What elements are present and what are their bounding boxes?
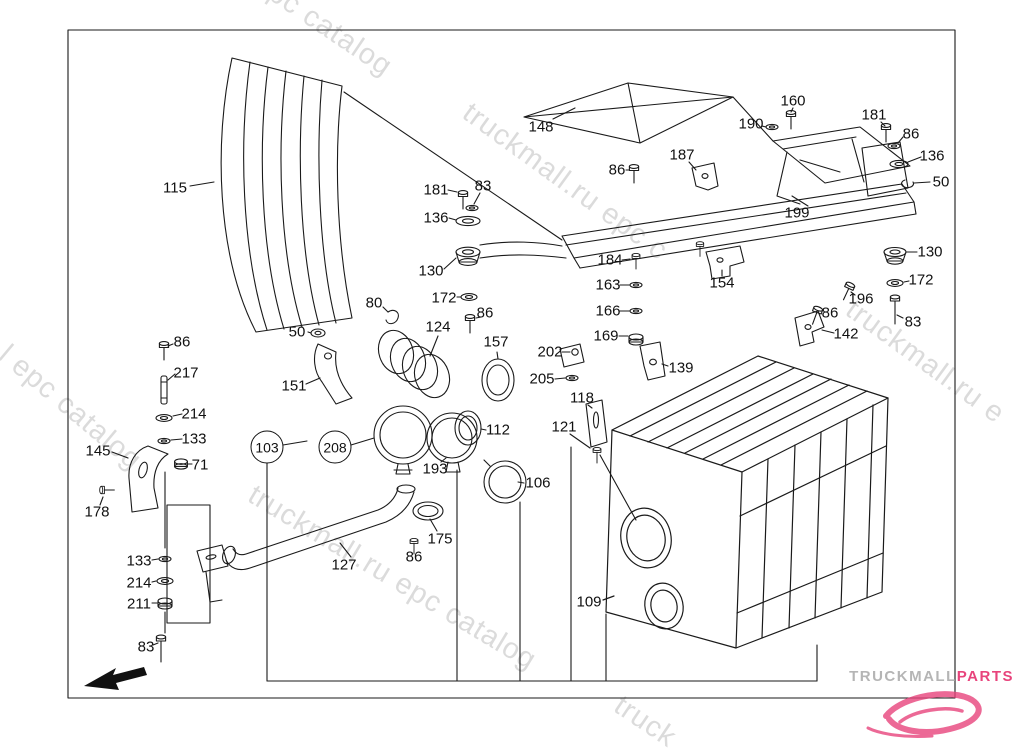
part-label-160: 160 bbox=[780, 92, 806, 110]
part-label-154: 154 bbox=[709, 274, 735, 292]
part-label-86: 86 bbox=[821, 304, 839, 322]
part-label-178: 178 bbox=[84, 503, 110, 521]
part-label-199: 199 bbox=[784, 204, 810, 222]
part-label-190: 190 bbox=[738, 115, 764, 133]
part-label-124: 124 bbox=[425, 318, 451, 336]
part-label-172: 172 bbox=[908, 271, 934, 289]
part-label-208: 208 bbox=[318, 430, 352, 464]
part-label-193: 193 bbox=[422, 460, 448, 478]
part-label-151: 151 bbox=[281, 377, 307, 395]
part-label-181: 181 bbox=[423, 181, 449, 199]
part-label-83: 83 bbox=[904, 313, 922, 331]
part-label-133: 133 bbox=[181, 430, 207, 448]
part-label-187: 187 bbox=[669, 146, 695, 164]
part-label-80: 80 bbox=[365, 294, 383, 312]
truckmall-logo: TRUCKMALLPARTS bbox=[849, 668, 1014, 685]
part-label-86: 86 bbox=[476, 304, 494, 322]
part-label-136: 136 bbox=[423, 209, 449, 227]
part-label-112: 112 bbox=[486, 421, 510, 439]
part-label-214: 214 bbox=[181, 405, 207, 423]
part-label-127: 127 bbox=[331, 556, 357, 574]
part-label-139: 139 bbox=[668, 359, 694, 377]
part-label-50: 50 bbox=[932, 173, 950, 191]
part-label-202: 202 bbox=[537, 343, 563, 361]
part-label-145: 145 bbox=[85, 442, 111, 460]
part-label-86: 86 bbox=[405, 548, 423, 566]
part-label-217: 217 bbox=[173, 364, 199, 382]
part-label-205: 205 bbox=[529, 370, 555, 388]
part-label-103: 103 bbox=[250, 430, 284, 464]
brand-text-gray: TRUCKMALL bbox=[849, 668, 957, 685]
part-label-115: 115 bbox=[163, 179, 187, 197]
part-label-50: 50 bbox=[288, 323, 306, 341]
part-label-109: 109 bbox=[576, 593, 602, 611]
part-label-86: 86 bbox=[902, 125, 920, 143]
part-label-86: 86 bbox=[608, 161, 626, 179]
part-label-121: 121 bbox=[551, 418, 577, 436]
part-label-118: 118 bbox=[570, 389, 594, 407]
part-label-142: 142 bbox=[833, 325, 859, 343]
part-label-175: 175 bbox=[427, 530, 453, 548]
part-label-214: 214 bbox=[126, 574, 152, 592]
part-label-172: 172 bbox=[431, 289, 457, 307]
part-label-184: 184 bbox=[597, 251, 623, 269]
part-label-196: 196 bbox=[848, 290, 874, 308]
part-label-106: 106 bbox=[525, 474, 551, 492]
part-label-169: 169 bbox=[593, 327, 619, 345]
part-label-71: 71 bbox=[191, 456, 209, 474]
part-label-136: 136 bbox=[919, 147, 945, 165]
part-label-130: 130 bbox=[917, 243, 943, 261]
part-label-163: 163 bbox=[595, 276, 621, 294]
part-label-133: 133 bbox=[126, 552, 152, 570]
part-label-166: 166 bbox=[595, 302, 621, 320]
brand-text-pink: PARTS bbox=[956, 668, 1014, 685]
part-label-211: 211 bbox=[127, 595, 151, 613]
part-label-157: 157 bbox=[483, 333, 509, 351]
part-label-130: 130 bbox=[418, 262, 444, 280]
part-label-181: 181 bbox=[861, 106, 887, 124]
part-label-148: 148 bbox=[528, 118, 554, 136]
part-label-83: 83 bbox=[474, 177, 492, 195]
part-label-83: 83 bbox=[137, 638, 155, 656]
part-label-86: 86 bbox=[173, 333, 191, 351]
